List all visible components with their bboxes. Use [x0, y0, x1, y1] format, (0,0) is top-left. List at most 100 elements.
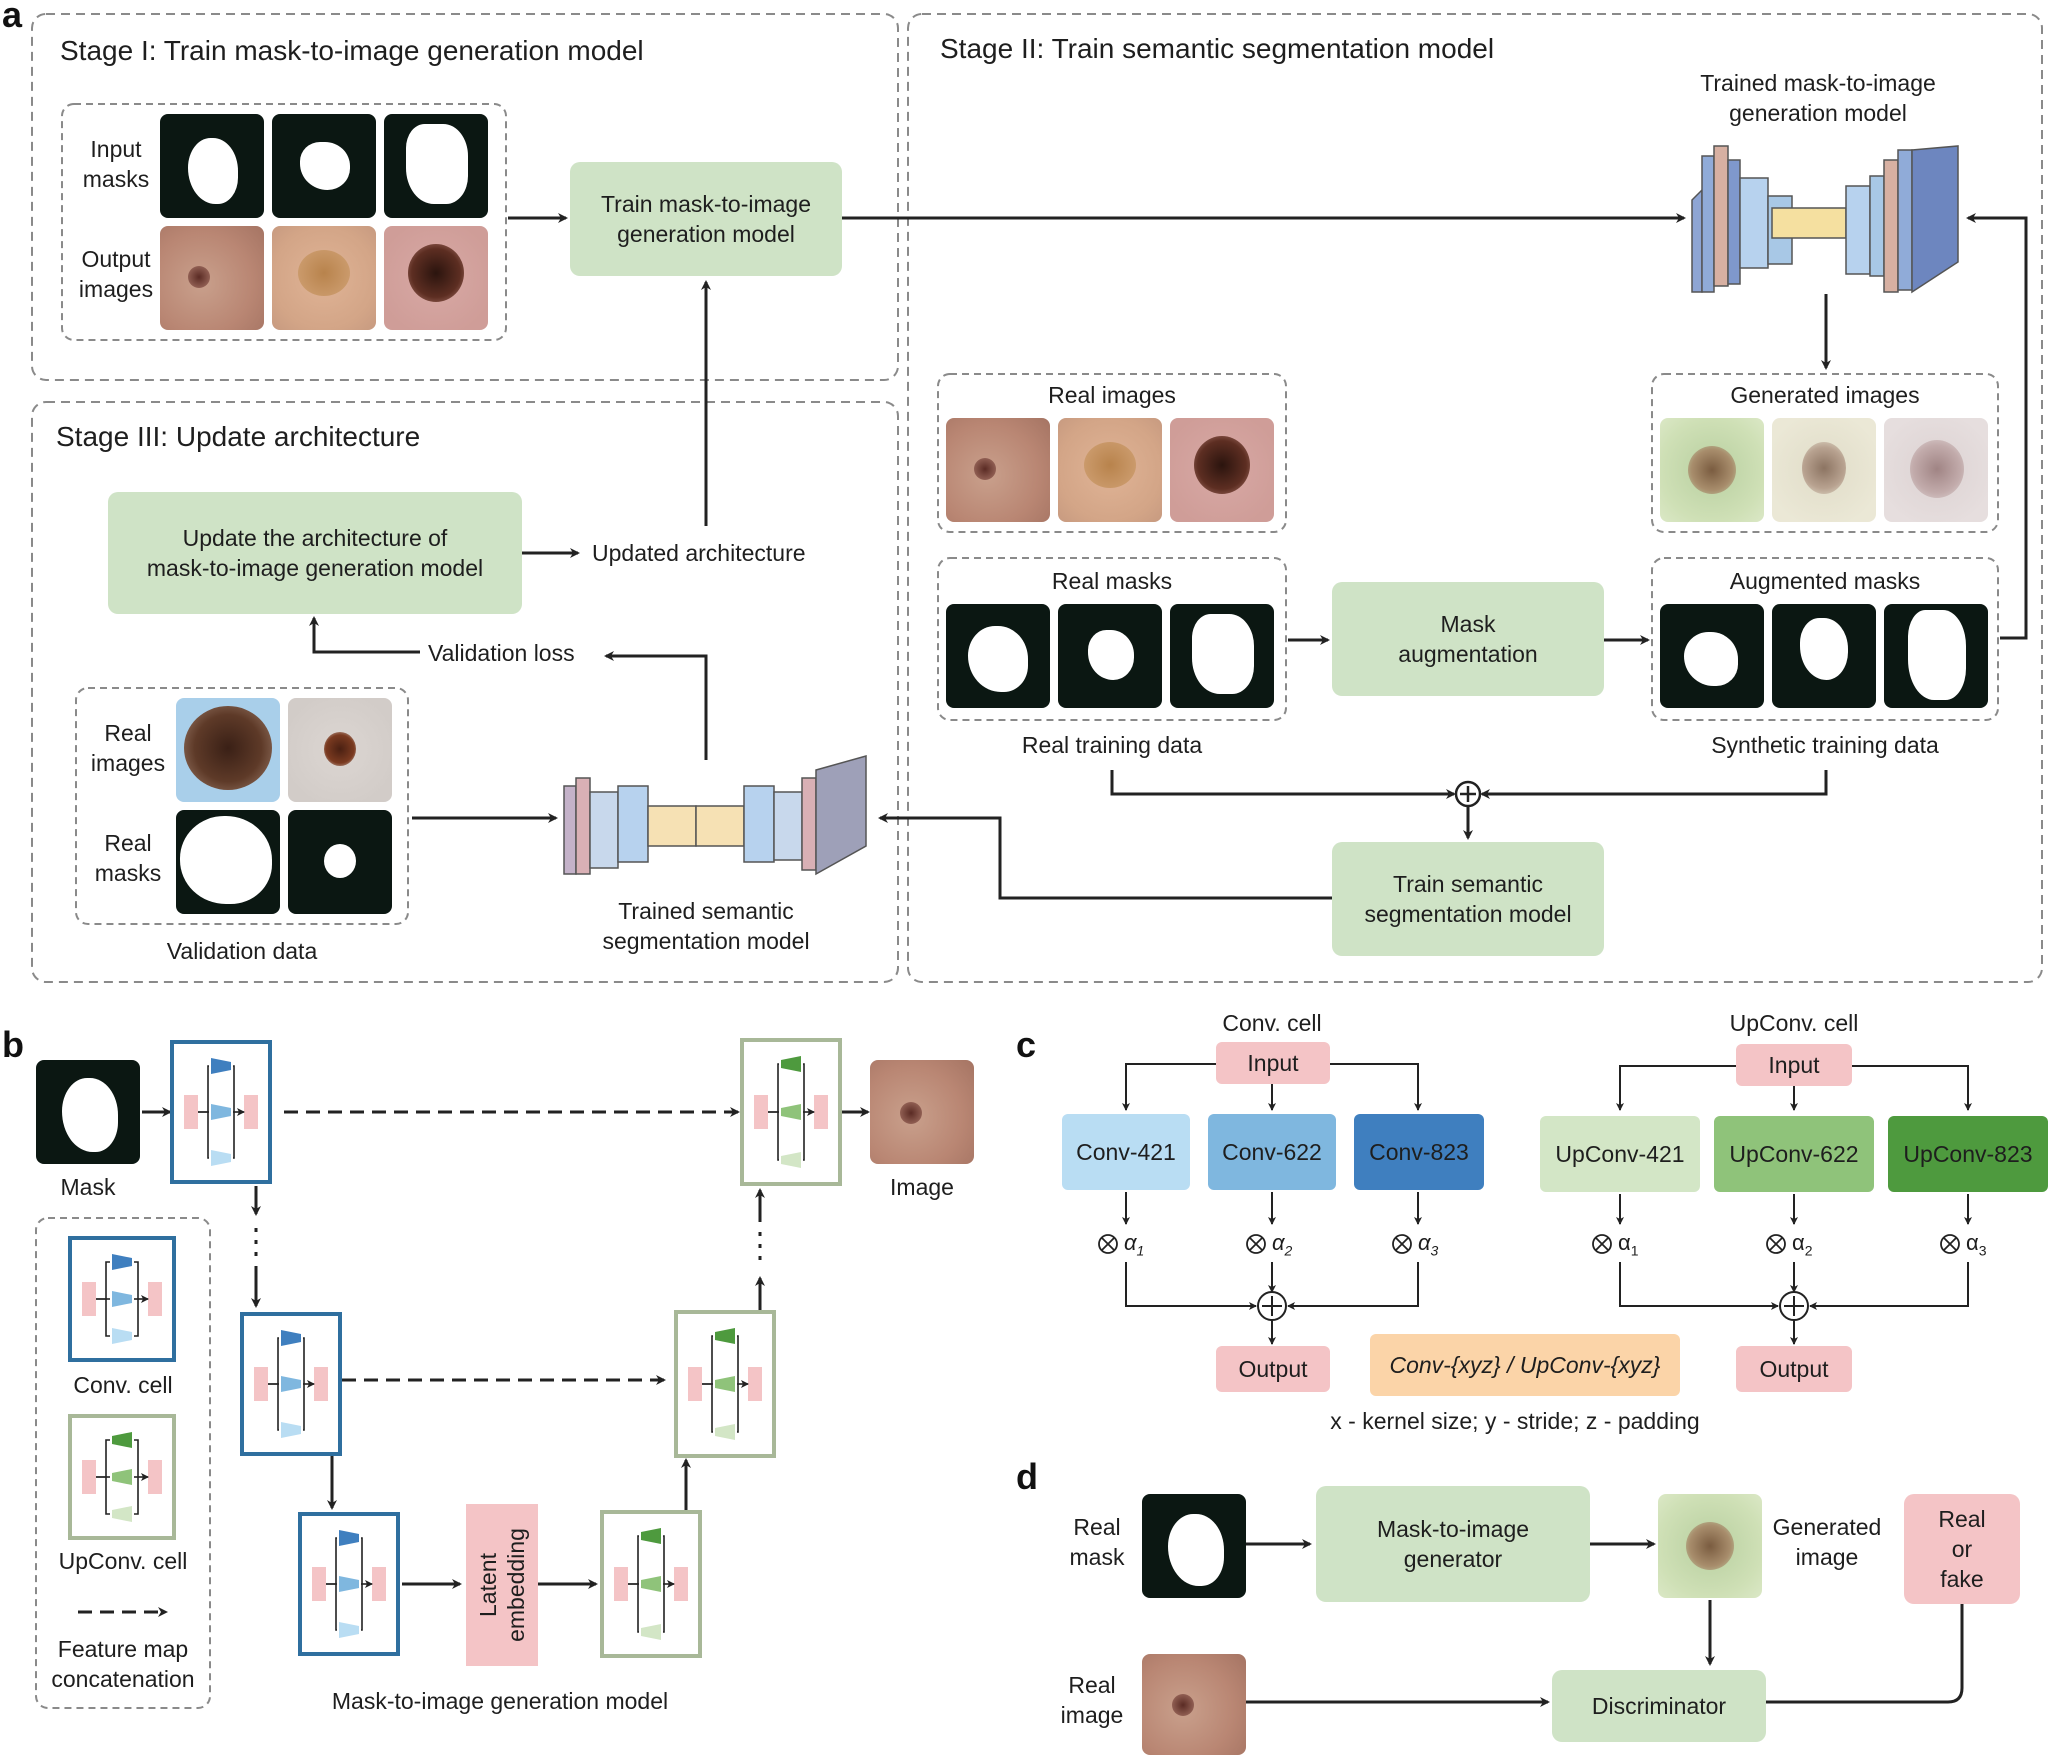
panel-d-generated-image-label: Generated image: [1772, 1514, 1882, 1570]
panel-d-real-mask-label: Real mask: [1069, 1514, 1125, 1570]
upconv-cell-title: UpConv. cell: [1729, 1010, 1859, 1036]
generated-images-group: [1651, 373, 1999, 533]
conv-input-box: Input: [1216, 1042, 1330, 1084]
upconv-op-622: UpConv-622: [1714, 1116, 1874, 1192]
conv-cell-2: [240, 1312, 342, 1456]
real-images-group: [937, 373, 1287, 533]
upconv-alpha-3: α3: [1966, 1230, 1987, 1259]
panel-d-generated-image: [1658, 1494, 1762, 1598]
real-image-3: [1170, 418, 1274, 522]
output-image-3: [384, 226, 488, 330]
legend-conv-cell: [68, 1236, 176, 1362]
upconv-cell-1: [600, 1510, 702, 1658]
validation-data-label: Validation data: [166, 938, 318, 964]
generation-model-label: Mask-to-image generation model: [331, 1688, 669, 1714]
validation-mask-2: [288, 810, 392, 914]
validation-real-masks-label: Real masks: [94, 830, 162, 886]
update-architecture-box: Update the architecture of mask-to-image…: [108, 492, 522, 614]
real-image-1: [946, 418, 1050, 522]
stage2-frame: [907, 13, 2043, 983]
conv-cell-1: [170, 1040, 272, 1184]
real-masks-group: [937, 557, 1287, 721]
validation-loss-label: Validation loss: [428, 640, 575, 666]
conv-op-622: Conv-622: [1208, 1114, 1336, 1190]
conv-multiply-icons: [1098, 1234, 1412, 1254]
panel-b-mask: [36, 1060, 140, 1164]
augmented-masks-label: Augmented masks: [1729, 568, 1921, 594]
augmented-mask-3: [1884, 604, 1988, 708]
stage1-data-group: [61, 103, 507, 341]
upconv-alpha-1: α1: [1618, 1230, 1639, 1259]
generated-image-3: [1884, 418, 1988, 522]
real-training-data-label: Real training data: [1021, 732, 1203, 758]
legend-conv-cell-label: Conv. cell: [73, 1372, 173, 1398]
real-images-label: Real images: [1048, 382, 1176, 408]
synthetic-training-data-label: Synthetic training data: [1711, 732, 1939, 758]
trained-segmentation-label: Trained semantic segmentation model: [602, 898, 810, 954]
panel-b-image: [870, 1060, 974, 1164]
stage3-title: Stage III: Update architecture: [56, 421, 421, 452]
conv-alpha-1: α1: [1124, 1230, 1145, 1259]
panel-label-c: c: [1016, 1024, 1037, 1065]
stage3-frame: [31, 401, 899, 983]
conv-alpha-2: α2: [1272, 1230, 1293, 1259]
augmented-masks-group: [1651, 557, 1999, 721]
latent-embedding-label: Latent embedding: [475, 1528, 529, 1642]
train-generator-box: Train mask-to-image generation model: [570, 162, 842, 276]
real-masks-label: Real masks: [1051, 568, 1173, 594]
conv-cell-connectors: [1122, 1063, 1422, 1345]
panel-d-real-image-label: Real image: [1060, 1672, 1124, 1728]
panel-b-legend-group: [35, 1217, 211, 1709]
real-image-2: [1058, 418, 1162, 522]
real-mask-3: [1170, 604, 1274, 708]
panel-b-mask-label: Mask: [60, 1174, 116, 1200]
panel-d-real-mask: [1142, 1494, 1246, 1598]
unet-segmentation-icon: [563, 755, 867, 876]
panel-label-b: b: [2, 1024, 24, 1065]
upconv-multiply-icons: [1592, 1234, 1960, 1254]
panel-d-generator-box: Mask-to-image generator: [1316, 1486, 1590, 1602]
conv-op-421: Conv-421: [1062, 1114, 1190, 1190]
panel-d-real-image: [1142, 1654, 1246, 1755]
input-masks-label: Input masks: [82, 136, 150, 192]
conv-legend-box: Conv-{xyz} / UpConv-{xyz}: [1370, 1334, 1680, 1396]
generated-image-1: [1660, 418, 1764, 522]
conv-legend-note: x - kernel size; y - stride; z - padding: [1330, 1408, 1700, 1434]
validation-real-images-label: Real images: [90, 720, 166, 776]
conv-cell-3: [298, 1512, 400, 1656]
validation-mask-1: [176, 810, 280, 914]
validation-data-group: [75, 687, 409, 925]
upconv-cell-3: [740, 1038, 842, 1186]
upconv-cell-2: [674, 1310, 776, 1458]
input-mask-3: [384, 114, 488, 218]
updated-architecture-label: Updated architecture: [592, 540, 806, 566]
trained-generator-label: Trained mask-to-image generation model: [1700, 70, 1936, 126]
input-mask-1: [160, 114, 264, 218]
upconv-input-box: Input: [1736, 1044, 1852, 1086]
unet-generator-icon: [1691, 145, 1959, 294]
upconv-output-box: Output: [1736, 1346, 1852, 1392]
panel-label-a: a: [2, 0, 23, 35]
latent-embedding-box: Latent embedding: [466, 1504, 538, 1666]
augmented-mask-1: [1660, 604, 1764, 708]
output-images-label: Output images: [78, 246, 154, 302]
stage1-title: Stage I: Train mask-to-image generation …: [60, 35, 644, 66]
generated-images-label: Generated images: [1730, 382, 1920, 408]
upconv-alpha-2: α2: [1792, 1230, 1813, 1259]
generated-image-2: [1772, 418, 1876, 522]
legend-upconv-cell-label: UpConv. cell: [58, 1548, 188, 1574]
panel-b-image-label: Image: [890, 1174, 954, 1200]
conv-op-823: Conv-823: [1354, 1114, 1484, 1190]
train-segmentation-box: Train semantic segmentation model: [1332, 842, 1604, 956]
upconv-op-823: UpConv-823: [1888, 1116, 2048, 1192]
validation-image-2: [288, 698, 392, 802]
stage1-frame: [31, 13, 899, 381]
discriminator-box: Discriminator: [1552, 1670, 1766, 1742]
conv-output-box: Output: [1216, 1346, 1330, 1392]
stage2-title: Stage II: Train semantic segmentation mo…: [940, 33, 1495, 64]
output-image-2: [272, 226, 376, 330]
conv-alpha-3: α3: [1418, 1230, 1439, 1259]
mask-augmentation-box: Mask augmentation: [1332, 582, 1604, 696]
